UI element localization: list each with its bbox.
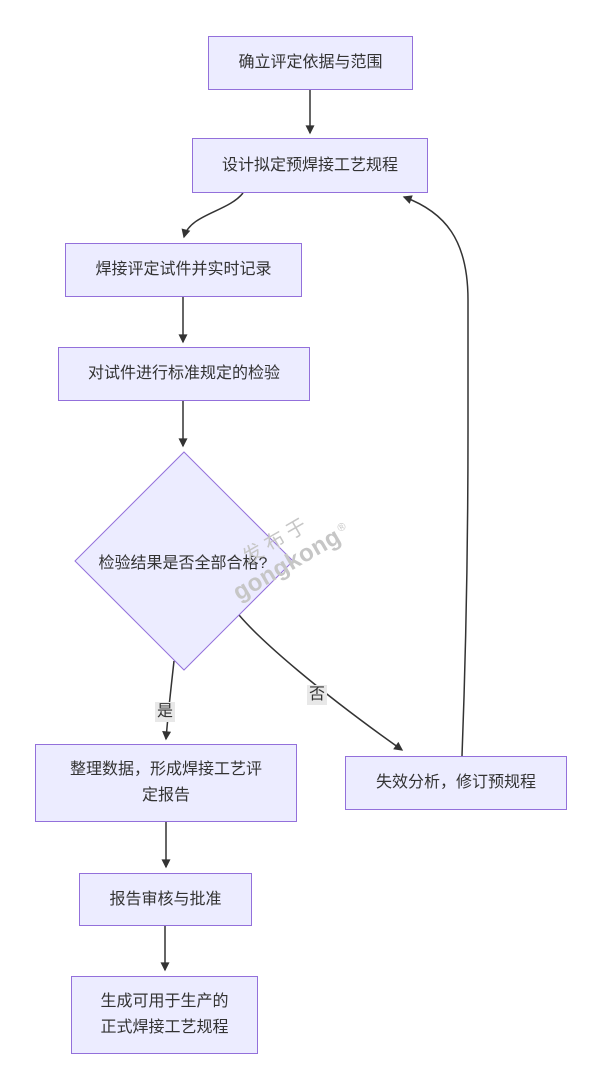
- node-weld-test-record: 焊接评定试件并实时记录: [65, 243, 302, 297]
- edge-label-no: 否: [306, 685, 328, 705]
- node-organize-data-report: 整理数据，形成焊接工艺评 定报告: [35, 744, 297, 822]
- node-report-review-approval: 报告审核与批准: [79, 873, 252, 926]
- edge-failure-to-design: [402, 195, 469, 757]
- node-standard-inspection: 对试件进行标准规定的检验: [58, 347, 310, 401]
- node-decision-all-qualified: 检验结果是否全部合格?: [98, 555, 268, 572]
- edge-decision-yes-to-report: [162, 660, 175, 741]
- edge-decision-no-to-failure: [238, 614, 404, 751]
- edge-label-yes: 是: [154, 702, 176, 722]
- node-failure-analysis: 失效分析，修订预规程: [345, 756, 567, 810]
- node-final-procedure-spec: 生成可用于生产的 正式焊接工艺规程: [71, 976, 258, 1054]
- edge-design-to-weld: [181, 192, 244, 239]
- node-design-pre-procedure: 设计拟定预焊接工艺规程: [192, 138, 428, 193]
- node-establish-basis: 确立评定依据与范围: [208, 36, 413, 90]
- decision-diamond-shape: [74, 451, 294, 671]
